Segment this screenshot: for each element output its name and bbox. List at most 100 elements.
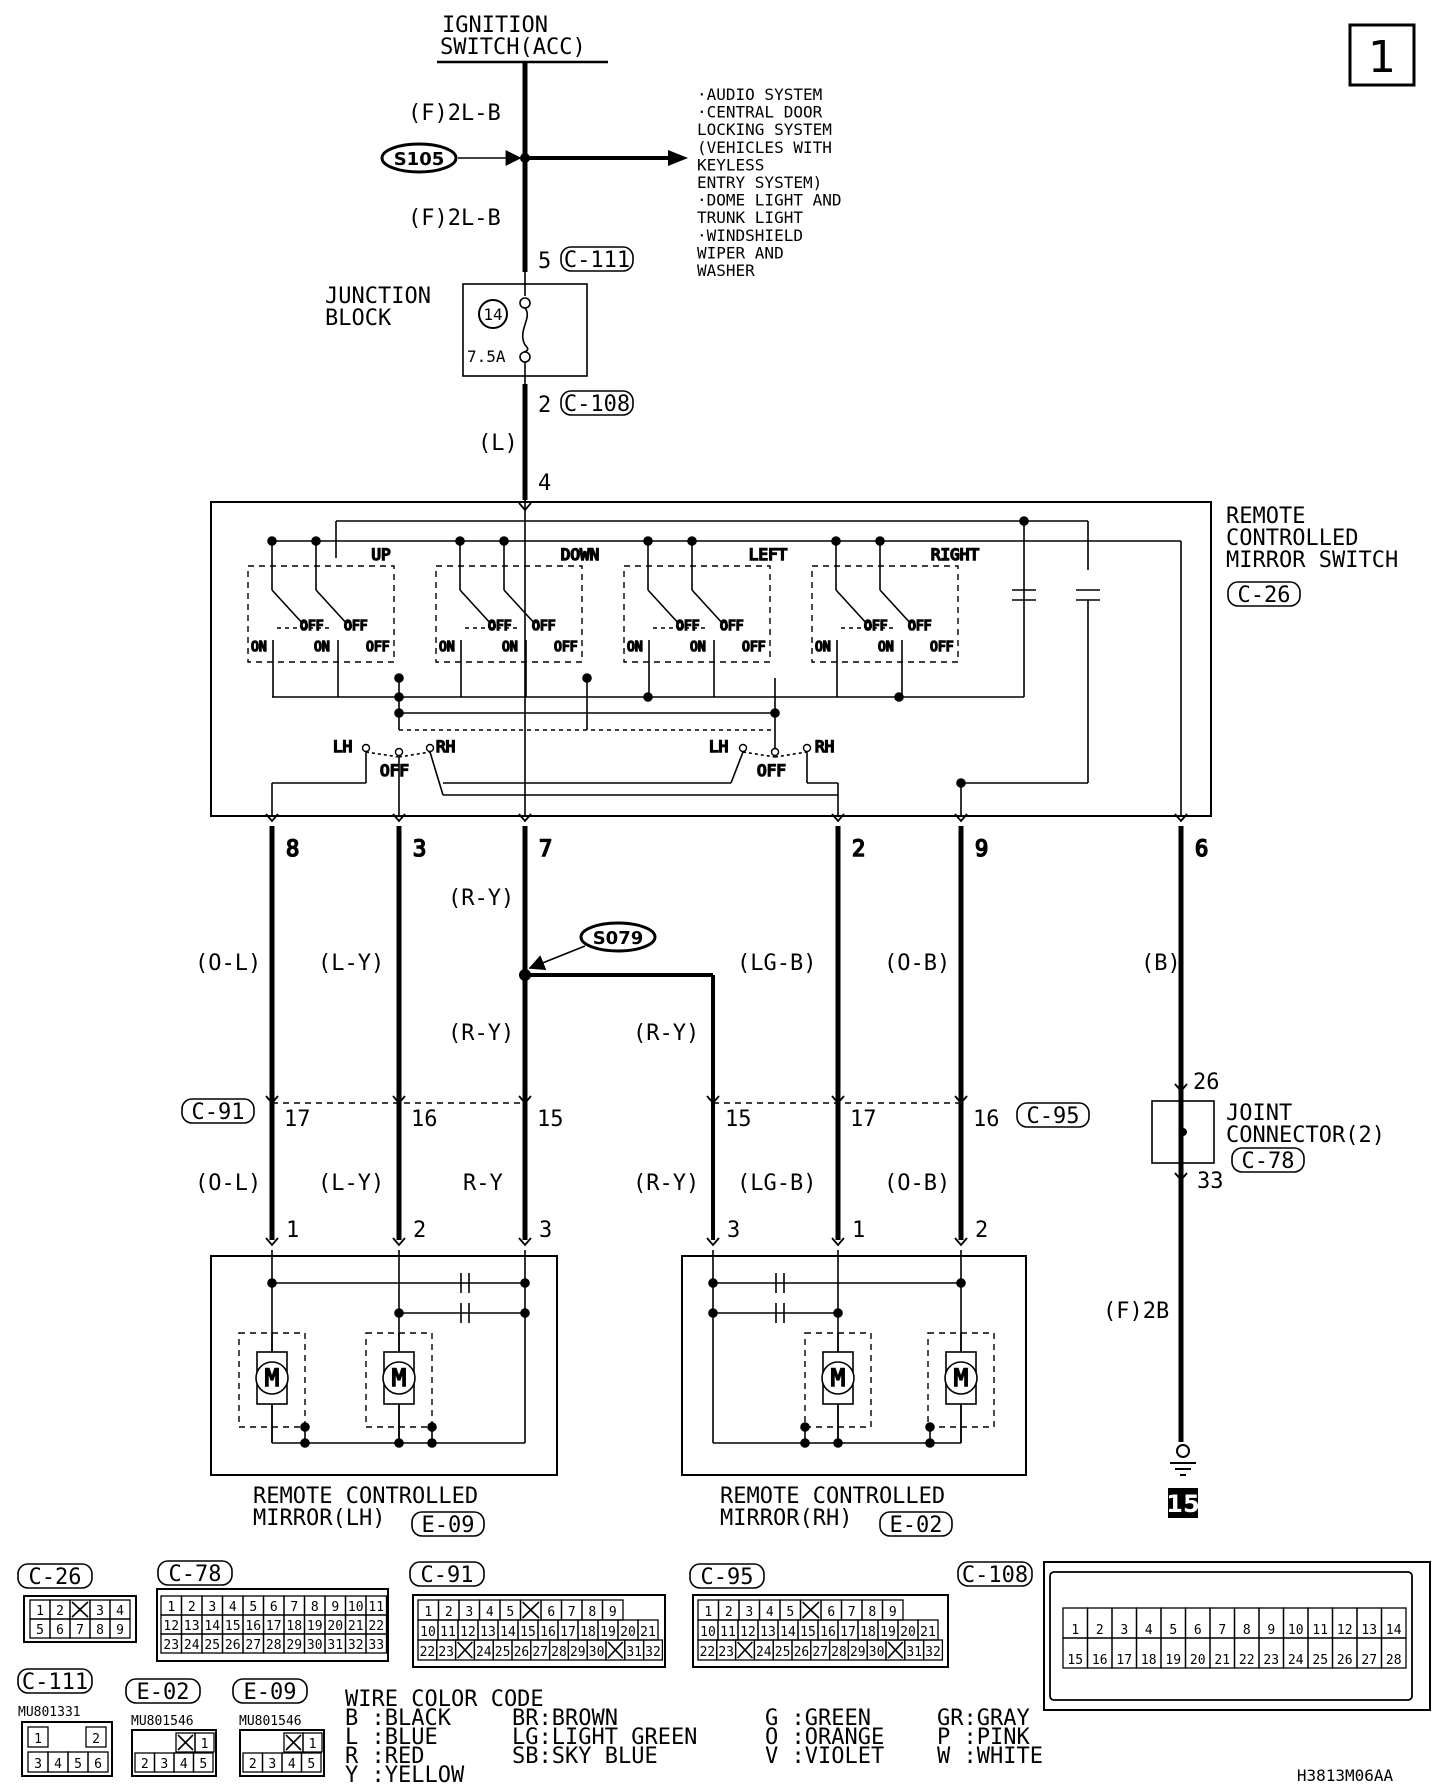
branch-item: (VEHICLES WITH — [697, 138, 832, 157]
pin-number: 24 — [1288, 1653, 1304, 1668]
connector-tag — [157, 1560, 233, 1586]
pin-number: 16 — [245, 1619, 261, 1634]
fuse-number: 14 — [483, 305, 502, 324]
branch-item: ·AUDIO SYSTEM — [697, 85, 822, 104]
pin-number: 18 — [1141, 1653, 1157, 1668]
ground-number: 15 — [1166, 1490, 1199, 1518]
motor-label: M — [392, 1364, 406, 1392]
pin-number: 23 — [438, 1645, 454, 1660]
pin-number: 3 — [34, 1757, 42, 1772]
splice-s105-badge — [380, 142, 458, 174]
pin-number: 1 — [201, 1737, 209, 1752]
pin-cell — [300, 1752, 322, 1773]
connector-tag-label: C-108 — [962, 1563, 1028, 1588]
pin-cell — [922, 1639, 944, 1661]
color-code-entry: GR:GRAY — [937, 1706, 1030, 1731]
pin-number: 15 — [1067, 1653, 1083, 1668]
pin-number: 5 — [307, 1757, 315, 1772]
pin-number: 19 — [307, 1619, 323, 1634]
branch-item: KEYLESS — [697, 155, 764, 174]
pin-number: 2 — [92, 1732, 100, 1747]
pin-number: 6 — [1194, 1623, 1202, 1638]
off-label: OFF — [930, 640, 954, 655]
pin-number: 4 — [486, 1605, 494, 1620]
off-label: OFF — [676, 619, 700, 634]
wire-ground: (F)2B — [1103, 1299, 1169, 1324]
pin-number: 25 — [204, 1638, 220, 1653]
pin-number: 9 — [331, 1600, 339, 1615]
switch-dir-label: RIGHT — [931, 545, 980, 564]
connector-part-no: MU801546 — [239, 1714, 302, 1729]
pin-number: 5 — [249, 1600, 257, 1615]
mirror-rh-label-1: REMOTE CONTROLLED — [720, 1484, 945, 1509]
pin-number: 12 — [163, 1619, 179, 1634]
switch-pin-label: 2 — [852, 837, 865, 862]
on-label: ON — [815, 640, 831, 655]
pin-number: 21 — [640, 1625, 656, 1640]
pin-number: 3 — [208, 1600, 216, 1615]
pin-number: 10 — [420, 1625, 436, 1640]
off-label: OFF — [300, 619, 324, 634]
mirror-lh-box — [210, 1255, 558, 1476]
pin-number: 20 — [620, 1625, 636, 1640]
lh-label: LH — [709, 737, 728, 756]
branch-item: ENTRY SYSTEM) — [697, 173, 822, 192]
pin-cell — [87, 1751, 109, 1773]
splice-s079: S079 — [593, 928, 644, 949]
pin-number: 11 — [368, 1600, 384, 1615]
switch-dir-label: DOWN — [561, 545, 600, 564]
conn-e09-tag — [411, 1511, 485, 1537]
switch-title-2: CONTROLLED — [1226, 526, 1358, 551]
pin-number: 27 — [245, 1638, 261, 1653]
pin-number: 20 — [900, 1625, 916, 1640]
connector-tag — [17, 1563, 93, 1589]
pin-number: 27 — [532, 1645, 548, 1660]
joint-label-2: CONNECTOR(2) — [1226, 1123, 1385, 1148]
connector-part-no: MU801331 — [18, 1705, 81, 1720]
mid-pin-label: 16 — [411, 1107, 438, 1132]
pin-number: 19 — [600, 1625, 616, 1640]
conn-right-label: C-95 — [1027, 1104, 1080, 1129]
joint-pin-in: 26 — [1193, 1070, 1220, 1095]
color-code-entry: W :WHITE — [937, 1744, 1043, 1769]
pin-number: 5 — [786, 1605, 794, 1620]
connector-tag-label: C-111 — [22, 1670, 88, 1695]
pin-number: 11 — [440, 1625, 456, 1640]
pin-number: 13 — [184, 1619, 200, 1634]
pin-number: 12 — [1337, 1623, 1353, 1638]
off-label: OFF — [908, 619, 932, 634]
pin-number: 21 — [1214, 1653, 1230, 1668]
mirror-lh-label-1: REMOTE CONTROLLED — [253, 1484, 478, 1509]
color-code-entry: V :VIOLET — [765, 1744, 884, 1769]
pin-number: 28 — [1386, 1653, 1402, 1668]
pin-number: 8 — [868, 1605, 876, 1620]
conn-left-label: C-91 — [192, 1100, 245, 1125]
pin-number: 4 — [180, 1757, 188, 1772]
pin-number: 14 — [500, 1625, 516, 1640]
junction-block-label-2: BLOCK — [325, 306, 392, 331]
pin-number: 14 — [204, 1619, 220, 1634]
conn-c95-tag — [1016, 1102, 1090, 1128]
pin-number: 12 — [460, 1625, 476, 1640]
color-code-entry: L :BLUE — [345, 1725, 438, 1750]
connector-outline — [412, 1594, 666, 1668]
pin-number: 4 — [1145, 1623, 1153, 1638]
pin-number: 2 — [141, 1757, 149, 1772]
wire-lh2: (L-Y) — [318, 1171, 384, 1196]
pin-number: 13 — [1361, 1623, 1377, 1638]
pin-cell — [302, 1732, 323, 1753]
off-label: OFF — [532, 619, 556, 634]
pin-cell — [642, 1639, 664, 1661]
wire-lh3: R-Y — [463, 1171, 503, 1196]
pin-number: 5 — [74, 1757, 82, 1772]
pin-number: 9 — [889, 1605, 897, 1620]
pin-number: 3 — [268, 1757, 276, 1772]
on-label: ON — [627, 640, 643, 655]
connector-tag-label: C-95 — [701, 1565, 754, 1590]
pin-number: 17 — [840, 1625, 856, 1640]
pin-number: 22 — [700, 1645, 716, 1660]
pin-number: 29 — [286, 1638, 302, 1653]
mid-pin-label: 17 — [850, 1107, 877, 1132]
pin-number: 4 — [116, 1604, 124, 1619]
